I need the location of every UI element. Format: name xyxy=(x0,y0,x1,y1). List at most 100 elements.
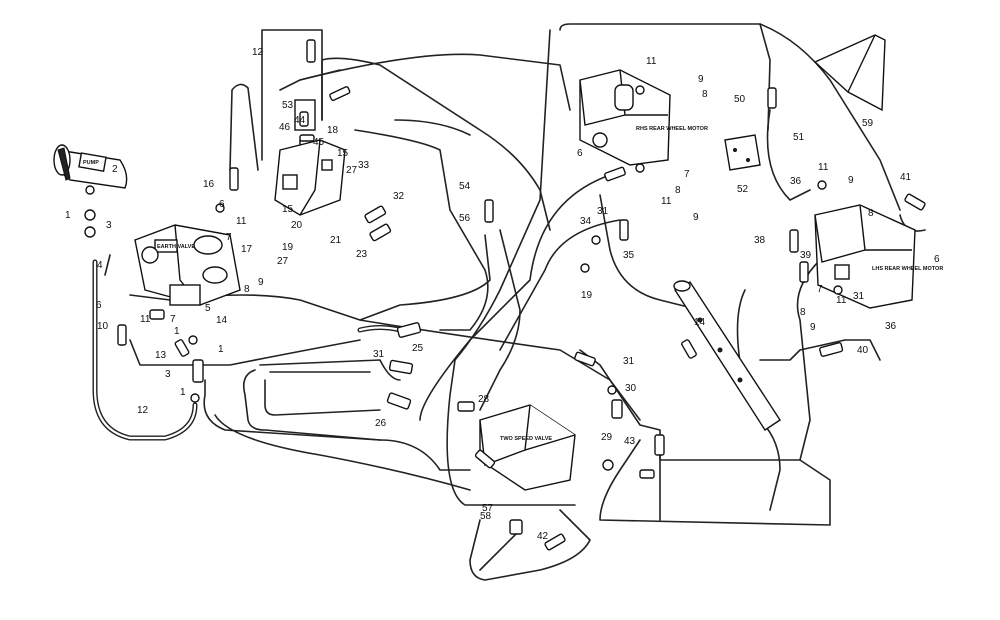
suction-hose xyxy=(92,259,403,441)
callout-35-1: 35 xyxy=(623,250,635,261)
callout-7-1: 7 xyxy=(226,232,232,243)
callout-27-1: 27 xyxy=(346,165,358,176)
callout-6-3: 6 xyxy=(577,148,583,159)
callout-34-1: 34 xyxy=(580,216,592,227)
callout-12-1: 12 xyxy=(252,47,264,58)
callout-7-3: 7 xyxy=(684,169,690,180)
two-speed-valve: TWO SPEED VALVE xyxy=(479,404,576,491)
callout-3-1: 3 xyxy=(106,220,112,231)
callout-14-2: 14 xyxy=(694,317,706,328)
callout-36-1: 36 xyxy=(790,176,802,187)
callout-12-2: 12 xyxy=(137,405,149,416)
two-speed-valve-label: TWO SPEED VALVE xyxy=(500,436,552,442)
fittings xyxy=(84,39,926,551)
callout-11-6: 11 xyxy=(836,295,847,306)
callout-27-2: 27 xyxy=(277,256,289,267)
rhs-rear-wheel-motor: RHS REAR WHEEL MOTOR xyxy=(579,69,708,166)
callout-43-1: 43 xyxy=(624,436,636,447)
callout-52-1: 52 xyxy=(737,184,749,195)
callout-29-1: 29 xyxy=(601,432,613,443)
callout-31-1: 31 xyxy=(373,349,385,360)
callout-40-1: 40 xyxy=(857,345,869,356)
callout-17-1: 17 xyxy=(241,244,253,255)
callout-13-1: 13 xyxy=(155,350,167,361)
callout-4-1: 4 xyxy=(97,260,103,271)
callout-8-5: 8 xyxy=(800,307,806,318)
callout-15-2: 15 xyxy=(282,204,294,215)
callout-56-1: 56 xyxy=(459,213,471,224)
callout-6-1: 6 xyxy=(96,300,102,311)
callout-20-1: 20 xyxy=(291,220,303,231)
callout-38-1: 38 xyxy=(754,235,766,246)
callout-11-4: 11 xyxy=(661,196,672,207)
central-valve-block xyxy=(274,99,346,216)
callout-42-1: 42 xyxy=(537,531,549,542)
callout-33-1: 33 xyxy=(358,160,370,171)
callout-11-3: 11 xyxy=(646,56,657,67)
callout-39-1: 39 xyxy=(800,250,812,261)
callout-1-2: 1 xyxy=(174,326,180,337)
pump-unit: PUMP xyxy=(53,144,128,189)
callout-21-1: 21 xyxy=(330,235,342,246)
callout-10-1: 10 xyxy=(97,321,109,332)
callout-53-1: 53 xyxy=(282,100,294,111)
callout-1-1: 1 xyxy=(65,210,71,221)
diagonal-pipe xyxy=(673,280,781,431)
callout-31-4: 31 xyxy=(853,291,865,302)
bracket-59 xyxy=(813,34,886,112)
callout-9-1: 9 xyxy=(258,277,264,288)
earth-valve-label: EARTH VALVE xyxy=(157,244,195,250)
callout-41-1: 41 xyxy=(900,172,912,183)
callout-11-2: 11 xyxy=(140,314,151,325)
callout-6-4: 6 xyxy=(934,254,940,265)
callout-57-1: 57 xyxy=(482,503,494,514)
callout-36-2: 36 xyxy=(885,321,897,332)
callout-9-4: 9 xyxy=(848,175,854,186)
callout-30-1: 30 xyxy=(625,383,637,394)
callout-15-1: 15 xyxy=(337,148,349,159)
callout-labels: 1111233456666777788888999991011111111111… xyxy=(65,47,940,542)
callout-31-3: 31 xyxy=(623,356,635,367)
callout-31-2: 31 xyxy=(597,206,609,217)
callout-19-2: 19 xyxy=(581,290,593,301)
callout-3-2: 3 xyxy=(165,369,171,380)
callout-8-3: 8 xyxy=(675,185,681,196)
callout-11-5: 11 xyxy=(818,162,829,173)
callout-8-4: 8 xyxy=(868,208,874,219)
callout-8-2: 8 xyxy=(702,89,708,100)
callout-7-4: 7 xyxy=(817,284,823,295)
callout-9-2: 9 xyxy=(698,74,704,85)
callout-23-1: 23 xyxy=(356,249,368,260)
lhs-rear-wheel-motor: LHS REAR WHEEL MOTOR xyxy=(814,204,943,309)
callout-59-1: 59 xyxy=(862,118,874,129)
callout-9-3: 9 xyxy=(693,212,699,223)
callout-45-1: 45 xyxy=(313,137,325,148)
callout-19-1: 19 xyxy=(282,242,294,253)
callout-5-1: 5 xyxy=(205,303,211,314)
callout-18-1: 18 xyxy=(327,125,339,136)
callout-1-3: 1 xyxy=(180,387,186,398)
callout-44-1: 44 xyxy=(294,115,306,126)
callout-46-1: 46 xyxy=(279,122,291,133)
callout-50-1: 50 xyxy=(734,94,746,105)
callout-14-1: 14 xyxy=(216,315,228,326)
callout-11-1: 11 xyxy=(236,216,247,227)
callout-26-1: 26 xyxy=(375,418,387,429)
rhs-motor-label: RHS REAR WHEEL MOTOR xyxy=(636,126,708,132)
callout-32-1: 32 xyxy=(393,191,405,202)
hose-lines xyxy=(104,23,926,581)
callout-6-2: 6 xyxy=(219,199,225,210)
callout-8-1: 8 xyxy=(244,284,250,295)
junction-block-52 xyxy=(724,134,761,171)
callout-16-1: 16 xyxy=(203,179,215,190)
callout-51-1: 51 xyxy=(793,132,805,143)
callout-28-1: 28 xyxy=(478,394,490,405)
callout-2-1: 2 xyxy=(112,164,118,175)
pump-label: PUMP xyxy=(83,160,99,166)
earth-valve-assembly: EARTH VALVE xyxy=(134,224,241,306)
callout-25-1: 25 xyxy=(412,343,424,354)
callout-58-1: 58 xyxy=(480,511,492,522)
lhs-motor-label: LHS REAR WHEEL MOTOR xyxy=(872,266,943,272)
